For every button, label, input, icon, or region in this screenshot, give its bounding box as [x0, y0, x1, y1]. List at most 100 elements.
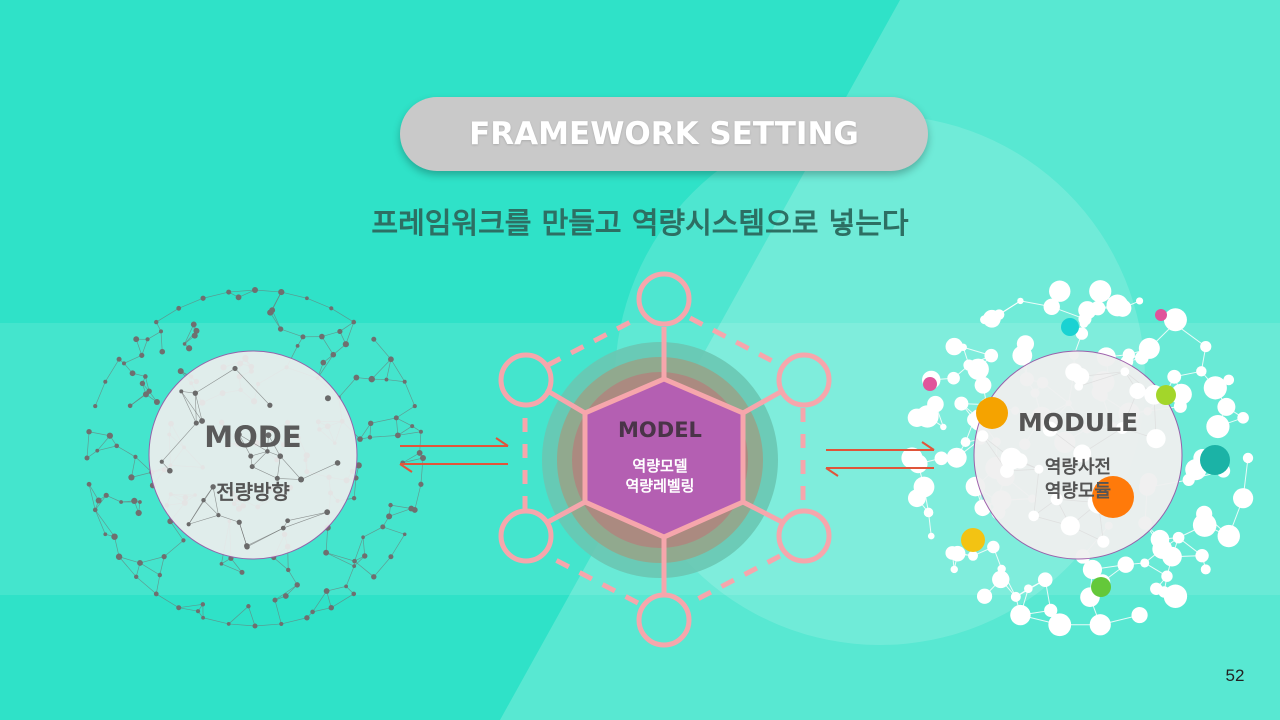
- green-bottom-node-icon: [1091, 577, 1111, 597]
- mesh-line: [280, 455, 302, 480]
- module-title: MODULE: [1017, 408, 1139, 437]
- hexagon-spokes: [544, 327, 786, 594]
- mesh-line: [106, 494, 122, 503]
- mesh-node: [1042, 421, 1058, 437]
- mesh-line: [370, 417, 397, 424]
- mesh-node: [342, 341, 349, 348]
- mesh-node: [1097, 535, 1110, 548]
- mesh-node: [940, 423, 947, 431]
- mesh-line: [155, 574, 161, 594]
- mesh-line: [116, 445, 136, 458]
- model-line-2: 역량레벨링: [625, 477, 695, 495]
- mesh-line: [331, 308, 354, 323]
- mesh-line: [218, 514, 240, 523]
- mesh-node: [201, 615, 205, 620]
- mesh-line: [238, 434, 268, 452]
- mode-inner-mesh: [159, 365, 341, 550]
- mesh-line: [326, 586, 347, 592]
- mesh-node: [143, 374, 148, 379]
- mesh-line: [339, 321, 354, 332]
- mesh-line: [195, 393, 203, 422]
- mesh-line: [131, 471, 152, 478]
- mesh-node: [987, 540, 1000, 554]
- mesh-node: [907, 408, 927, 427]
- mesh-node: [368, 375, 375, 383]
- mesh-node: [280, 525, 286, 531]
- page-subtitle: 프레임워크를 만들고 역량시스템으로 넣는다: [371, 206, 909, 240]
- ring-node-top-icon: [636, 271, 692, 327]
- mesh-node: [179, 389, 184, 394]
- mesh-node: [182, 342, 187, 346]
- mesh-line: [105, 359, 120, 382]
- mesh-node: [1049, 280, 1071, 302]
- mesh-node: [418, 481, 424, 487]
- mesh-line: [388, 508, 412, 517]
- mesh-node: [167, 467, 173, 474]
- mesh-node: [1043, 298, 1060, 315]
- mesh-line: [331, 593, 354, 608]
- mesh-node: [193, 327, 200, 334]
- mesh-line: [390, 504, 412, 509]
- mesh-node: [92, 507, 98, 513]
- mesh-node: [330, 351, 337, 358]
- mesh-line: [312, 590, 327, 613]
- mesh-node: [1073, 444, 1092, 463]
- mesh-line: [321, 331, 340, 337]
- mesh-line: [238, 434, 252, 457]
- mesh-node: [114, 443, 120, 449]
- mesh-line: [156, 308, 179, 323]
- mesh-line: [228, 623, 256, 627]
- mesh-line: [354, 537, 364, 562]
- mesh-line: [396, 405, 415, 419]
- mesh-node: [337, 328, 343, 335]
- mesh-node: [960, 437, 971, 447]
- mesh-node: [1196, 505, 1213, 522]
- mesh-node: [236, 431, 242, 438]
- mesh-line: [94, 381, 106, 407]
- arrows-right: [825, 441, 935, 477]
- mesh-line: [306, 297, 332, 309]
- mesh-node: [1075, 327, 1089, 340]
- mesh-node: [320, 359, 327, 366]
- mesh-node: [1089, 614, 1111, 636]
- mesh-node: [946, 447, 967, 468]
- mesh-node: [277, 326, 284, 332]
- mesh-node: [116, 356, 122, 362]
- ring-node-bottom-left-icon: [498, 508, 554, 564]
- mesh-line: [89, 431, 110, 437]
- mesh-node: [947, 371, 960, 385]
- mesh-node: [1200, 340, 1212, 353]
- mesh-line: [390, 359, 405, 382]
- mesh-node: [371, 574, 377, 580]
- mesh-line: [118, 556, 137, 578]
- mesh-node: [351, 319, 357, 325]
- mesh-node: [153, 399, 160, 406]
- mesh-node: [103, 492, 109, 498]
- pink-node-icon: [923, 377, 937, 391]
- ring-node-bottom-icon: [636, 592, 692, 648]
- mesh-node: [907, 489, 926, 508]
- mesh-line: [321, 336, 334, 355]
- mesh-line: [402, 457, 424, 464]
- mesh-node: [135, 509, 142, 517]
- mesh-line: [97, 435, 111, 451]
- ring-node-top-left-icon: [498, 352, 554, 408]
- mesh-node: [159, 329, 164, 334]
- mesh-line: [345, 321, 355, 345]
- mesh-line: [156, 593, 179, 608]
- mesh-node: [137, 560, 143, 566]
- mesh-node: [267, 402, 273, 408]
- cyan-node-icon: [1061, 318, 1079, 336]
- mesh-line: [386, 359, 392, 380]
- mesh-node: [388, 356, 394, 363]
- mesh-line: [139, 562, 160, 576]
- mesh-node: [1060, 516, 1080, 536]
- mesh-node: [95, 448, 100, 453]
- mesh-node: [201, 497, 206, 503]
- dashed-outer-hexagon: [522, 315, 806, 606]
- mesh-node: [1129, 382, 1146, 400]
- mesh-node: [294, 582, 300, 588]
- mesh-node: [129, 370, 136, 377]
- mesh-node: [352, 558, 357, 564]
